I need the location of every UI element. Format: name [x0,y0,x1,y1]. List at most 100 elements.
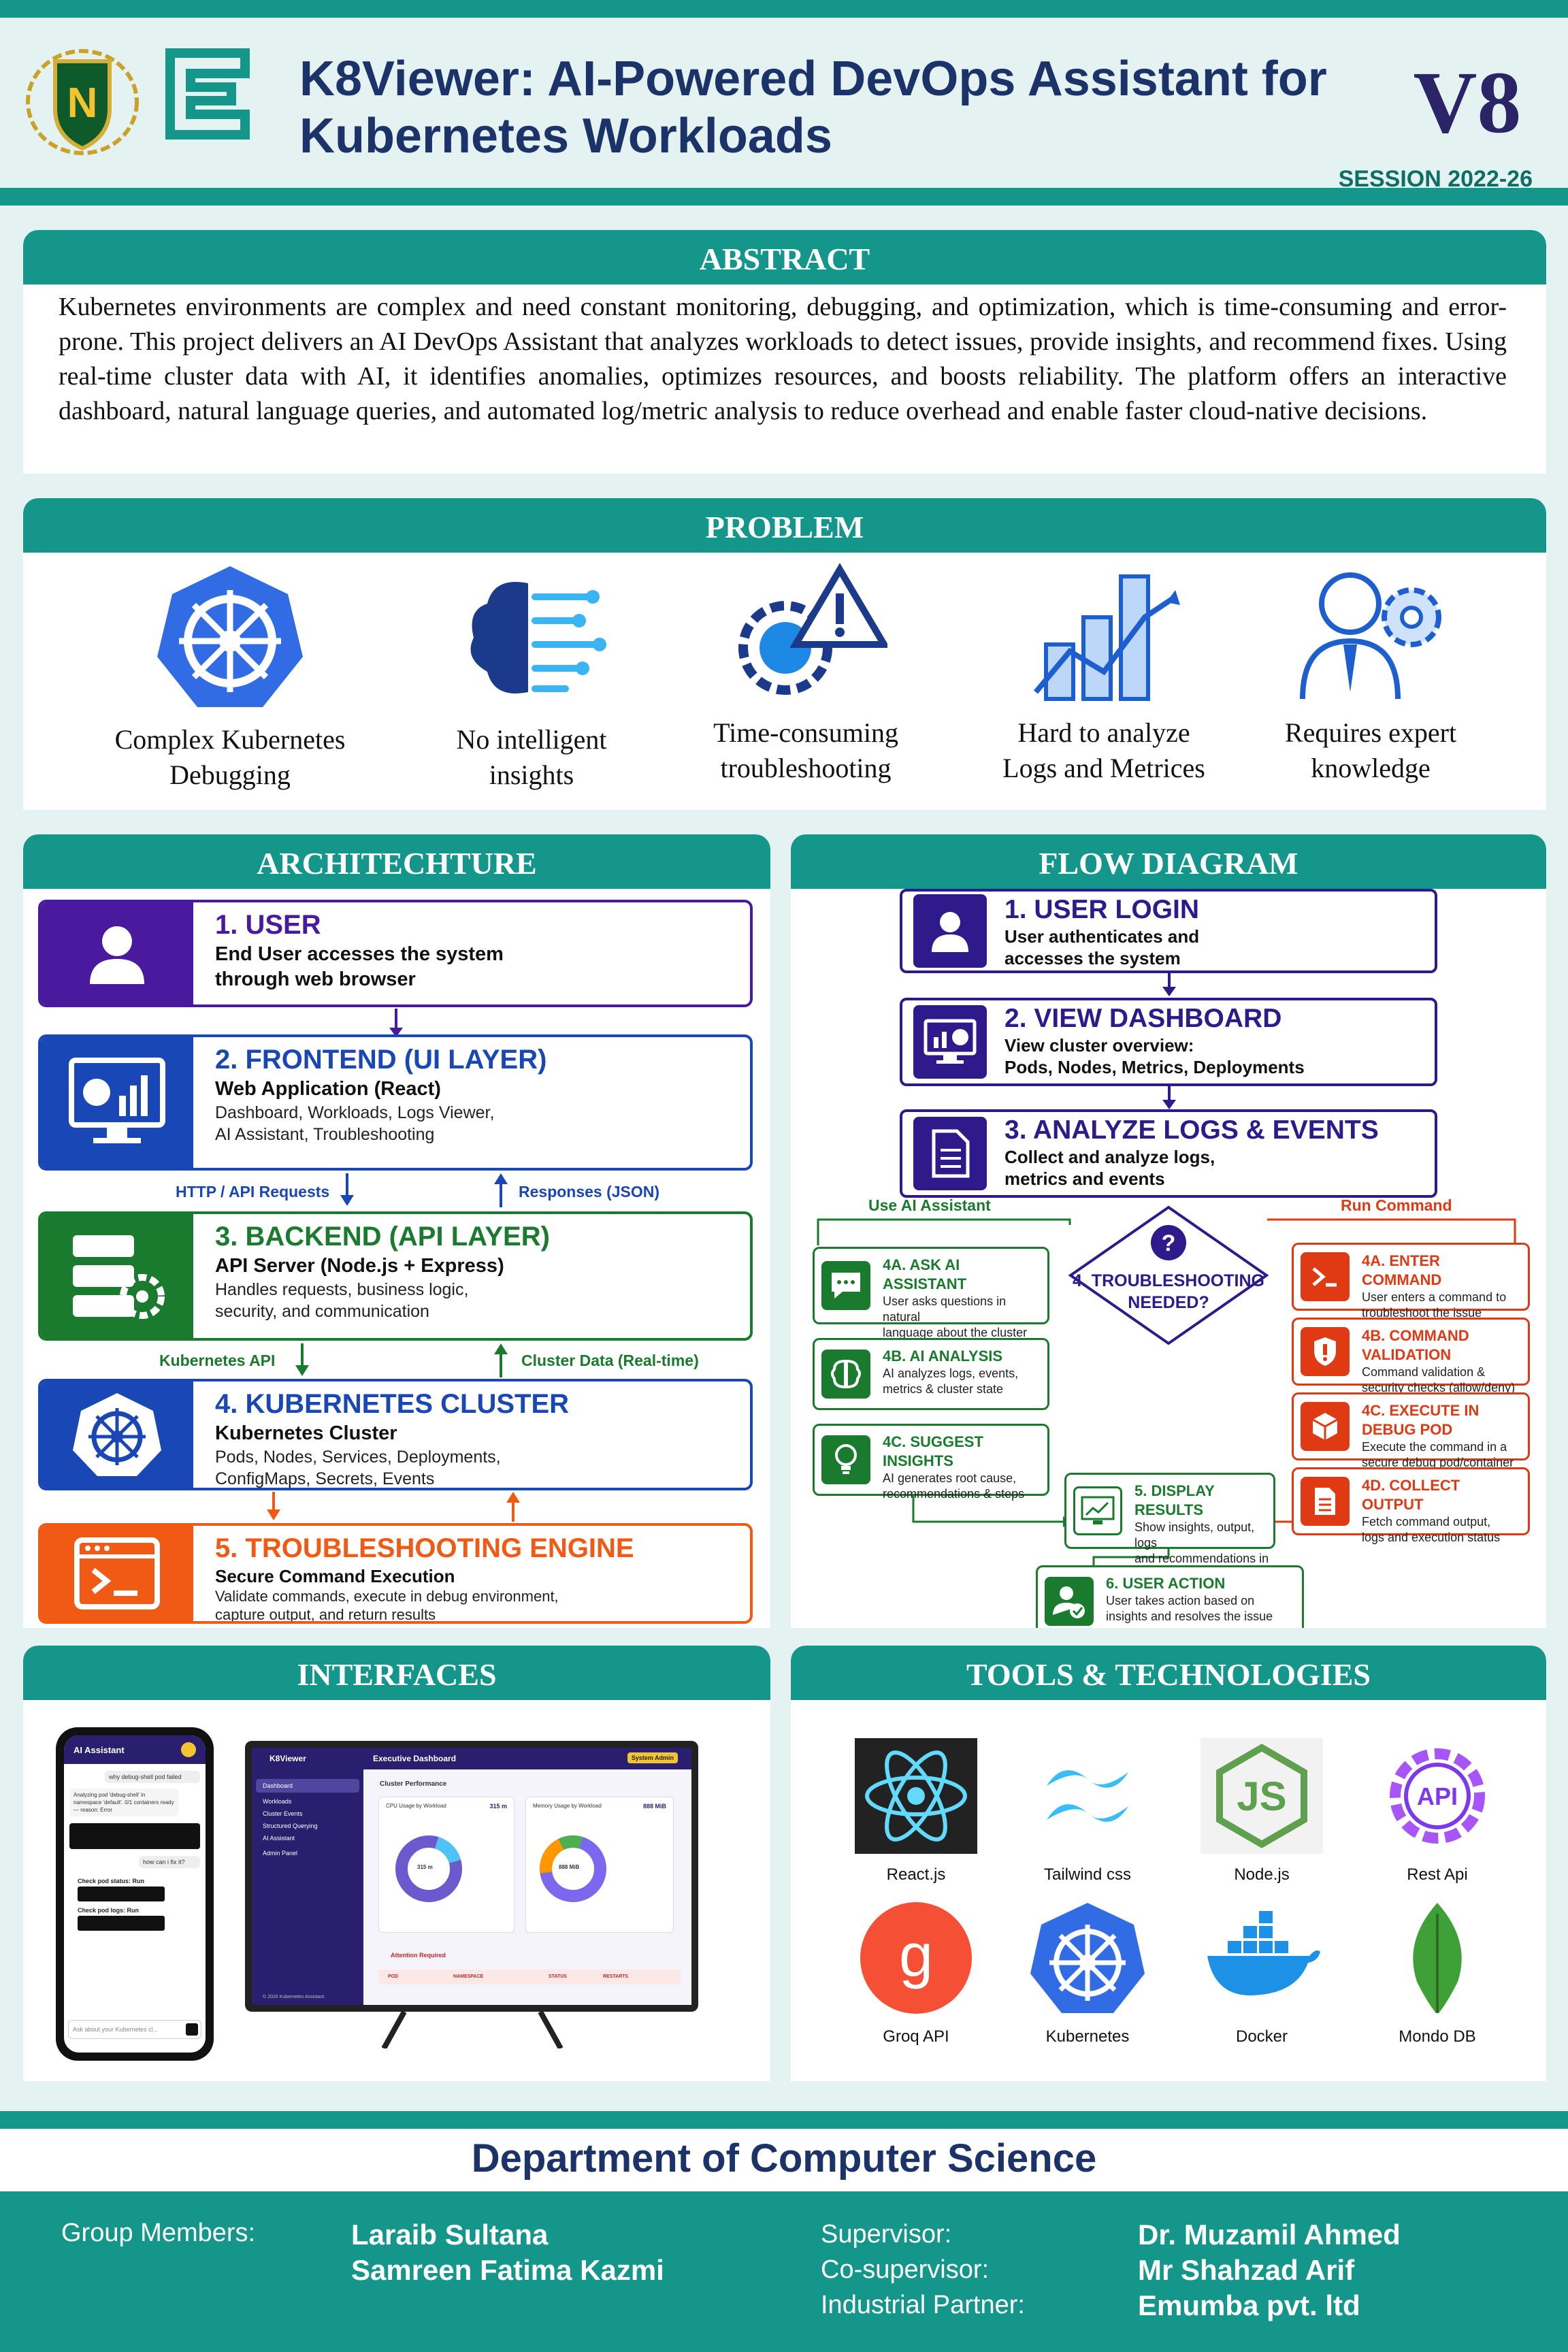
kubernetes-icon [157,566,303,707]
decision-diamond: ? 4. TROUBLESHOOTING NEEDED? [1068,1205,1269,1345]
arch-desc: through web browser [215,968,416,990]
session-label: SESSION 2022-26 [1338,166,1533,192]
nav-item[interactable]: Dashboard [256,1779,359,1793]
card-title: Memory Usage by Workload [533,1803,602,1809]
card-title: CPU Usage by Workload [386,1803,446,1809]
step-title: 4B. AI ANALYSIS [883,1348,1003,1365]
gear-warning-icon [738,563,887,695]
column-header: STATUS [549,1974,567,1979]
shield-icon [1301,1327,1350,1376]
header-divider [0,188,1568,206]
column-header: RESTARTS [603,1974,629,1979]
nav-item[interactable]: Admin Panel [263,1850,298,1857]
arch-desc: Handles requests, business logic, [215,1280,469,1299]
flow-step-dashboard: 2. VIEW DASHBOARD View cluster overview:… [900,998,1437,1086]
arrow-down [267,1492,280,1520]
cosupervisor-name: Mr Shahzad Arif [1138,2254,1355,2286]
connector-label: HTTP / API Requests [176,1183,330,1200]
interfaces-panel: INTERFACES AI Assistant why debug-shell … [23,1646,770,2081]
arrow-up [494,1173,508,1207]
document-icon [913,1117,987,1190]
send-icon[interactable] [186,2023,198,2036]
sidebar-footer: © 2026 Kubernetes Assistant [263,1995,325,1999]
tool-label: Node.js [1234,1865,1290,1884]
footer-white-band [0,2129,1568,2191]
tool-groq: g Groq API [848,1900,984,2046]
interfaces-heading: INTERFACES [23,1646,770,1700]
department-title: Department of Computer Science [471,2136,1097,2180]
tool-mongodb: Mondo DB [1369,1900,1505,2046]
arch-box-backend: 3. BACKEND (API LAYER) API Server (Node.… [38,1211,753,1341]
partner-name: Emumba pvt. ltd [1138,2289,1360,2321]
server-icon [41,1214,193,1338]
nav-item[interactable]: Workloads [263,1798,292,1805]
step-desc: logs and execution status [1362,1531,1501,1544]
chat-bubble-user: how can i fix it? [139,1856,200,1868]
cpu-donut [395,1835,462,1902]
arch-desc: AI Assistant, Troubleshooting [215,1125,435,1144]
step-desc: secure debug pod/container [1362,1456,1514,1469]
abstract-text: Kubernetes environments are complex and … [59,293,1507,425]
tailwind-icon [1047,1770,1128,1822]
container-icon [1301,1402,1350,1451]
expert-icon [1300,572,1441,700]
chat-bubble-ai: Analyzing pod 'debug-shell' in namespace… [69,1788,178,1816]
nav-item[interactable]: Structured Querying [263,1823,318,1829]
arrow-up [506,1492,520,1522]
donut-total: 315 m [417,1864,433,1870]
kubernetes-icon [1030,1903,1145,2013]
flow-step-user-action: 6. USER ACTION User takes action based o… [1036,1565,1304,1628]
tools-heading: TOOLS & TECHNOLOGIES [791,1646,1546,1700]
step-desc: Fetch command output, [1362,1515,1491,1529]
v8-logo-text: V8 [1414,54,1522,152]
step-desc: troubleshoot the issue [1362,1306,1482,1320]
step-title: 4C. EXECUTE IN DEBUG POD [1362,1402,1480,1438]
code-block [69,1823,200,1849]
nav-item[interactable]: Cluster Events [263,1810,303,1817]
step-desc: recommendations & steps [883,1487,1025,1501]
nav-item[interactable]: AI Assistant [263,1835,295,1842]
step-desc: metrics & cluster state [883,1382,1004,1396]
svg-text:JS: JS [1237,1774,1286,1819]
step-desc: insights and resolves the issue [1106,1610,1273,1623]
footer-band [0,2191,1568,2352]
chat-input[interactable]: Ask about your Kubernetes cl... [68,2020,201,2039]
flow-heading: FLOW DIAGRAM [791,834,1546,889]
tool-label: Kubernetes [1045,2027,1130,2046]
tool-label: Mondo DB [1399,2027,1476,2046]
avatar [181,1742,196,1757]
svg-text:API: API [1417,1782,1458,1810]
phone-header-title: AI Assistant [74,1745,125,1755]
step-desc: AI generates root cause, [883,1471,1017,1485]
flow-label-right: Run Command [1341,1196,1452,1214]
step-title: 4C. SUGGEST INSIGHTS [883,1433,983,1469]
arch-desc: ConfigMaps, Secrets, Events [215,1469,435,1488]
terminal-icon [41,1526,193,1621]
top-bar [0,0,1568,18]
react-icon [855,1738,977,1854]
tool-react: React.js [848,1738,984,1884]
poster-title: K8Viewer: AI-Powered DevOps Assistant fo… [299,50,1361,165]
arch-title: 3. BACKEND (API LAYER) [215,1222,550,1252]
department-logo [163,46,252,142]
arch-title: 2. FRONTEND (UI LAYER) [215,1045,547,1075]
flow-step-results: 5. DISPLAY RESULTS Show insights, output… [1064,1473,1275,1581]
tools-panel: TOOLS & TECHNOLOGIES React.js Tailwind c… [791,1646,1546,2081]
connector-label: Kubernetes API [159,1352,276,1369]
arrow-down [295,1343,309,1376]
tool-node: JS Node.js [1194,1738,1330,1884]
arrow-up [494,1343,508,1377]
chat-input-placeholder: Ask about your Kubernetes cl... [73,2026,159,2033]
column-header: NAMESPACE [453,1974,484,1979]
partner-label: Industrial Partner: [821,2291,1025,2319]
nodejs-icon: JS [1200,1738,1323,1854]
step-desc: User asks questions in natural [883,1294,1007,1324]
docker-icon [1207,1911,1320,1995]
dashboard-brand: K8Viewer [270,1754,306,1763]
step-title: 4B. COMMAND VALIDATION [1362,1327,1469,1363]
abstract-heading: ABSTRACT [23,230,1546,284]
arch-title: 4. KUBERNETES CLUSTER [215,1389,570,1419]
